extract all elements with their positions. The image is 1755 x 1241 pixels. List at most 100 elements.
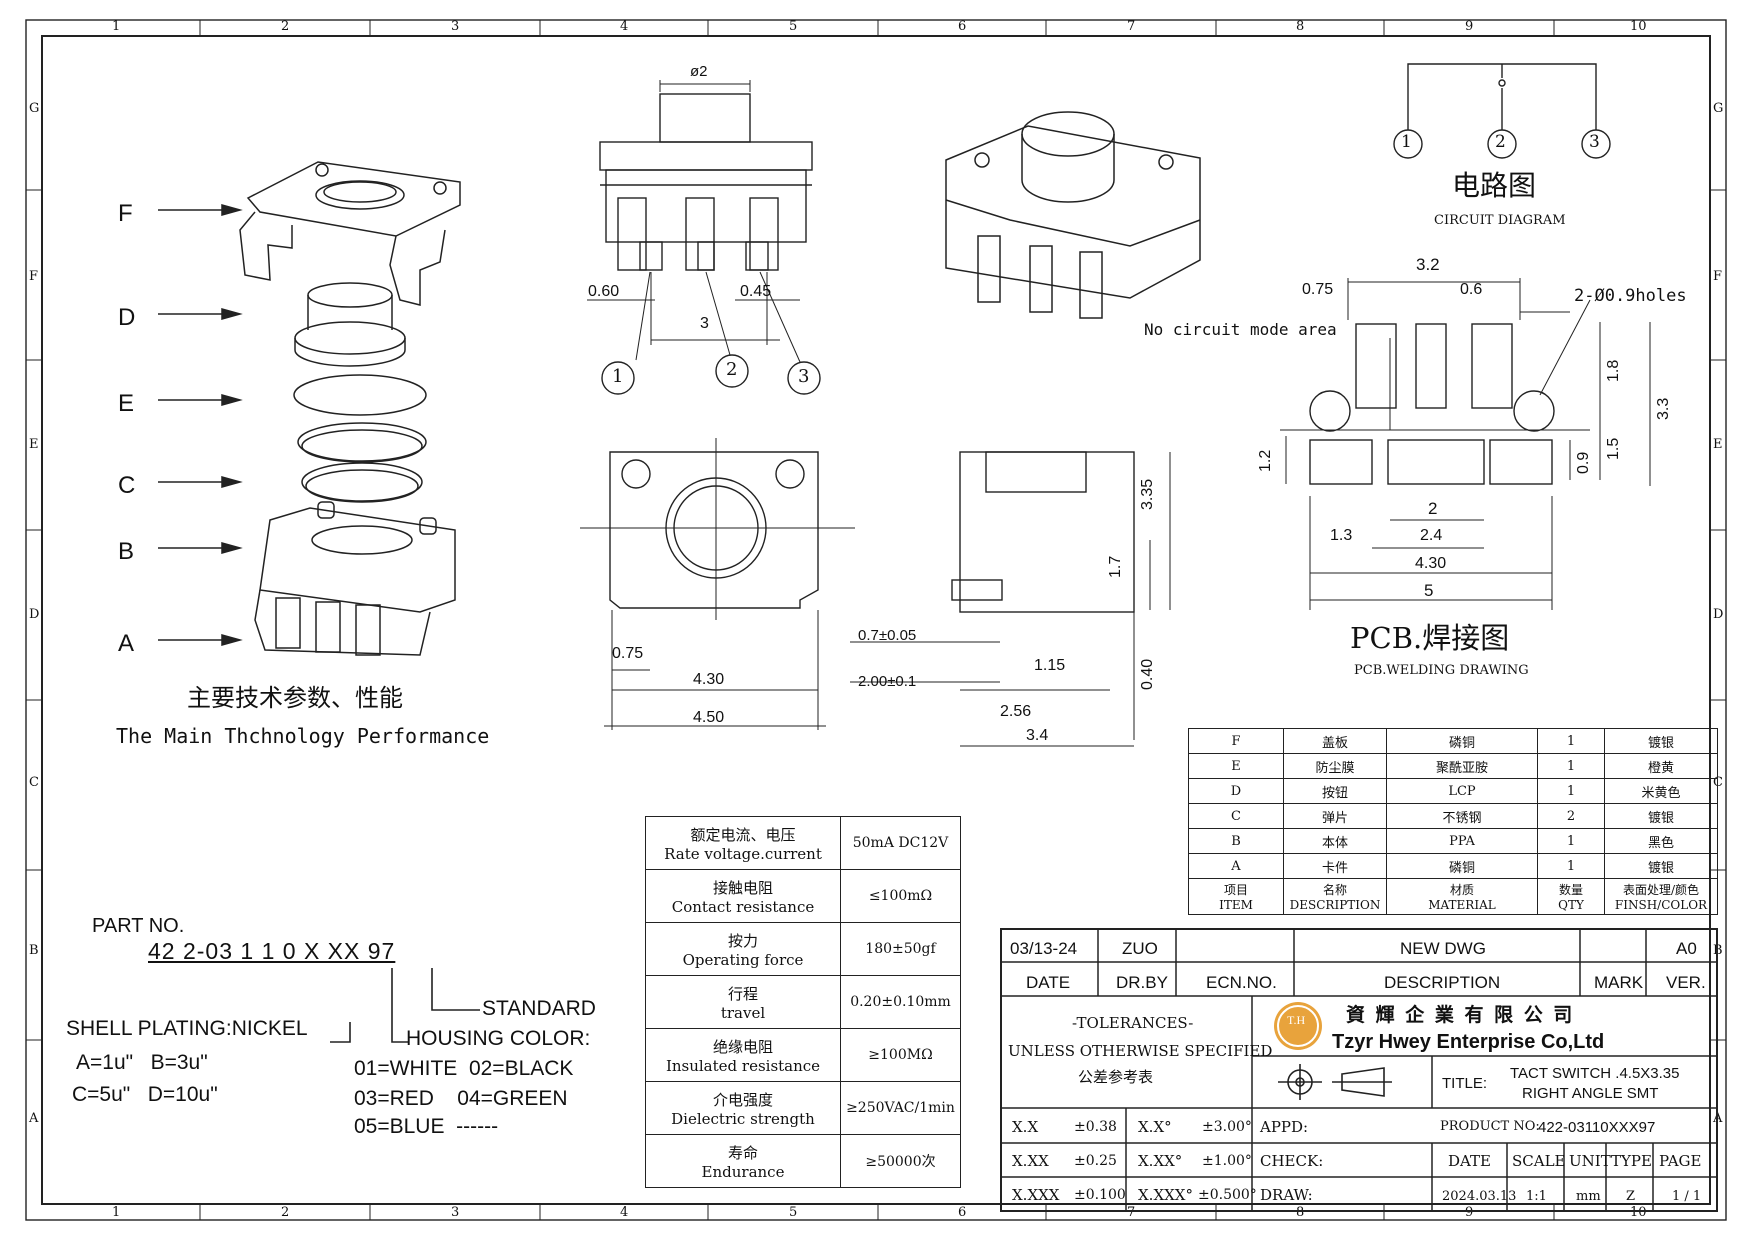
row-label: E <box>29 437 39 452</box>
spec-value: ≤100mΩ <box>840 869 961 923</box>
bom-item: F <box>1188 728 1284 754</box>
spec-name-en: travel <box>720 1003 766 1022</box>
row-label: G <box>29 101 40 116</box>
scale-value: 1:1 <box>1526 1189 1547 1204</box>
spec-name-en: Contact resistance <box>671 897 815 916</box>
appd-label: APPD: <box>1260 1118 1309 1136</box>
dim-text: ø2 <box>690 63 708 80</box>
bom-item: A <box>1188 853 1284 879</box>
dim-text: 0.45 <box>740 283 772 300</box>
color-option: 03=RED 04=GREEN <box>354 1087 568 1110</box>
tolerance-heading: -TOLERANCES- <box>1072 1014 1194 1032</box>
pcb-footprint <box>1280 278 1651 610</box>
dim-text: 2.4 <box>1420 527 1443 544</box>
col-label: 9 <box>1465 19 1474 34</box>
dim-text: 3.2 <box>1416 255 1440 274</box>
dim-text: 0.9 <box>1575 451 1592 474</box>
performance-title-cn: 主要技术参数、性能 <box>187 684 403 712</box>
bom-material: 磷铜 <box>1386 728 1538 754</box>
col-label: 3 <box>451 1205 460 1220</box>
bom-row: F 盖板 磷铜 1 镀银 <box>1188 728 1718 754</box>
dim-text: 2-Ø0.9holes <box>1574 286 1687 306</box>
col-label: 3 <box>451 19 460 34</box>
bom-material: 聚酰亚胺 <box>1386 753 1538 779</box>
pcb-title-cn: PCB.焊接图 <box>1350 621 1510 655</box>
col-label: 5 <box>789 1205 798 1220</box>
bom-row: B 本体 PPA 1 黑色 <box>1188 828 1718 854</box>
tol-format: X.XX° <box>1138 1152 1183 1170</box>
spec-value: ≥50000次 <box>840 1134 961 1188</box>
part-label: B <box>118 538 135 565</box>
tol-value: ±3.00° <box>1202 1119 1252 1135</box>
title-block-lines: T.H <box>1000 928 1718 1212</box>
col-label: 2 <box>281 1205 290 1220</box>
bom-header-cn: 数量 <box>1558 883 1583 897</box>
col-label: 9 <box>1465 1205 1474 1220</box>
col-label: 2 <box>281 19 290 34</box>
rev-date: 03/13-24 <box>1010 939 1078 958</box>
housing-color-label: HOUSING COLOR: <box>406 1027 591 1050</box>
spec-name-cn: 接触电阻 <box>712 878 773 897</box>
bom-header-cn: 材质 <box>1449 883 1474 897</box>
spec-name-cn: 按力 <box>727 931 758 950</box>
part-label: C <box>118 472 136 499</box>
bom-finish: 米黄色 <box>1604 778 1718 804</box>
row-label: G <box>1713 101 1724 116</box>
dim-text: 1.7 <box>1107 555 1124 578</box>
dim-text: 1.2 <box>1257 449 1274 472</box>
dim-text: 1.3 <box>1330 527 1353 544</box>
side-view <box>850 451 1171 747</box>
row-label: D <box>1713 607 1724 622</box>
note-text: No circuit mode area <box>1144 320 1337 339</box>
dim-text: 0.75 <box>612 645 644 662</box>
bom-item: B <box>1188 828 1284 854</box>
spec-value: 0.20±0.10mm <box>840 975 961 1029</box>
dim-text: 3.3 <box>1655 397 1672 420</box>
bom-qty: 1 <box>1537 778 1605 804</box>
spec-value: ≥100MΩ <box>840 1028 961 1082</box>
spec-name-en: Rate voltage.current <box>664 844 822 863</box>
bom-header-en: QTY <box>1558 898 1584 912</box>
tol-format: X.X <box>1012 1118 1039 1136</box>
bom-item: C <box>1188 803 1284 829</box>
tol-format: X.XX <box>1012 1152 1049 1170</box>
col-label: 5 <box>789 19 798 34</box>
dim-text: 1.8 <box>1605 359 1622 382</box>
bom-item: D <box>1188 778 1284 804</box>
col-label: 10 <box>1630 19 1647 34</box>
check-label: CHECK: <box>1260 1152 1324 1170</box>
pin-number: 1 <box>1401 132 1412 152</box>
company-logo: T.H <box>1274 1002 1322 1050</box>
dim-text: 2.00±0.1 <box>858 673 917 690</box>
bom-finish: 镀银 <box>1604 853 1718 879</box>
performance-title-en: The Main Thchnology Performance <box>116 724 490 748</box>
spec-value: 180±50gf <box>840 922 961 976</box>
spec-name-en: Insulated resistance <box>665 1056 821 1075</box>
pin-number: 3 <box>798 366 810 387</box>
top-view <box>580 438 855 730</box>
col-label: 7 <box>1127 19 1136 34</box>
date-value: 2024.03.13 <box>1442 1189 1517 1204</box>
circuit-title-cn: 电路图 <box>1452 169 1537 202</box>
part-label: F <box>118 200 133 227</box>
col-label: 4 <box>620 19 629 34</box>
page-value: 1 / 1 <box>1672 1189 1702 1204</box>
header-drby: DR.BY <box>1116 973 1168 992</box>
plating-option: A=1u" B=3u" <box>76 1051 208 1074</box>
col-header-type: TYPE <box>1611 1152 1652 1170</box>
col-label: 6 <box>958 19 967 34</box>
dim-text: 4.30 <box>693 671 725 688</box>
bom-qty: 1 <box>1537 753 1605 779</box>
dim-text: 0.6 <box>1460 281 1483 298</box>
rev-desc: NEW DWG <box>1400 939 1486 958</box>
row-label: F <box>29 269 39 284</box>
title-line-2: RIGHT ANGLE SMT <box>1522 1085 1659 1102</box>
header-ecn: ECN.NO. <box>1206 973 1277 992</box>
row-label: C <box>1713 775 1723 790</box>
tolerance-note: UNLESS OTHERWISE SPECIFIED <box>1008 1042 1273 1060</box>
